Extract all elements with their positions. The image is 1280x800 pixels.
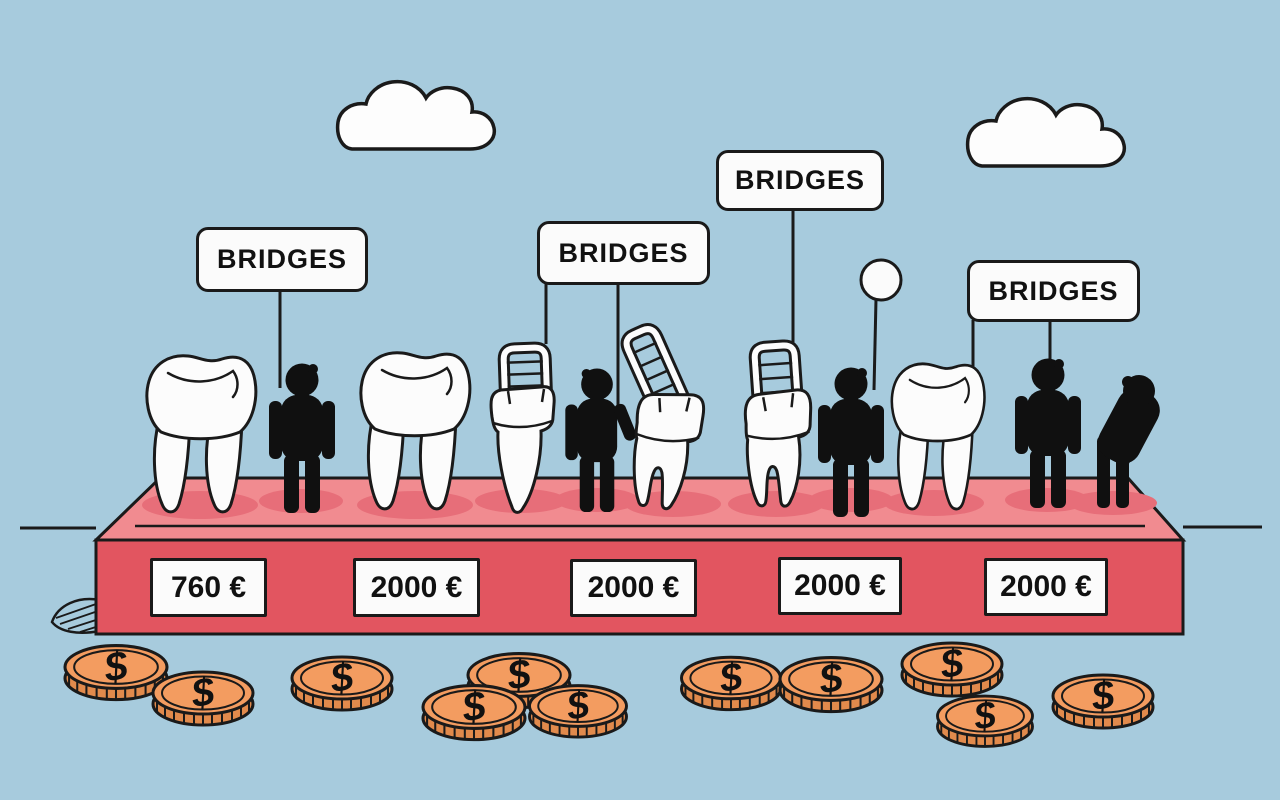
coin [290,653,394,712]
bridge-frame-tooth-tilted [620,323,707,513]
price-tag: 2000 € [570,559,697,617]
person-silhouette-bent [1097,375,1160,508]
bridges-sign: BRIDGES [716,150,884,211]
coin [778,652,884,714]
balloon [859,258,903,391]
cloud-icon [335,79,497,151]
price-tag: 2000 € [778,557,902,615]
coin [680,652,782,712]
coin [528,681,628,739]
coin [1051,671,1155,730]
coin [151,668,255,727]
bridges-sign: BRIDGES [537,221,710,285]
leaf-doodle [50,597,102,634]
cloud-icon [965,96,1127,168]
bridges-sign: BRIDGES [196,227,368,292]
sign-stems [278,209,1052,405]
price-tag: 2000 € [984,558,1108,616]
coin [421,680,527,742]
bridges-sign: BRIDGES [967,260,1140,322]
coin [900,639,1004,698]
bridge-frame-tooth [743,339,816,509]
price-tag: 760 € [150,558,267,617]
price-tag: 2000 € [353,558,480,617]
coin [936,692,1034,748]
bridge-frame-tooth [489,341,556,514]
